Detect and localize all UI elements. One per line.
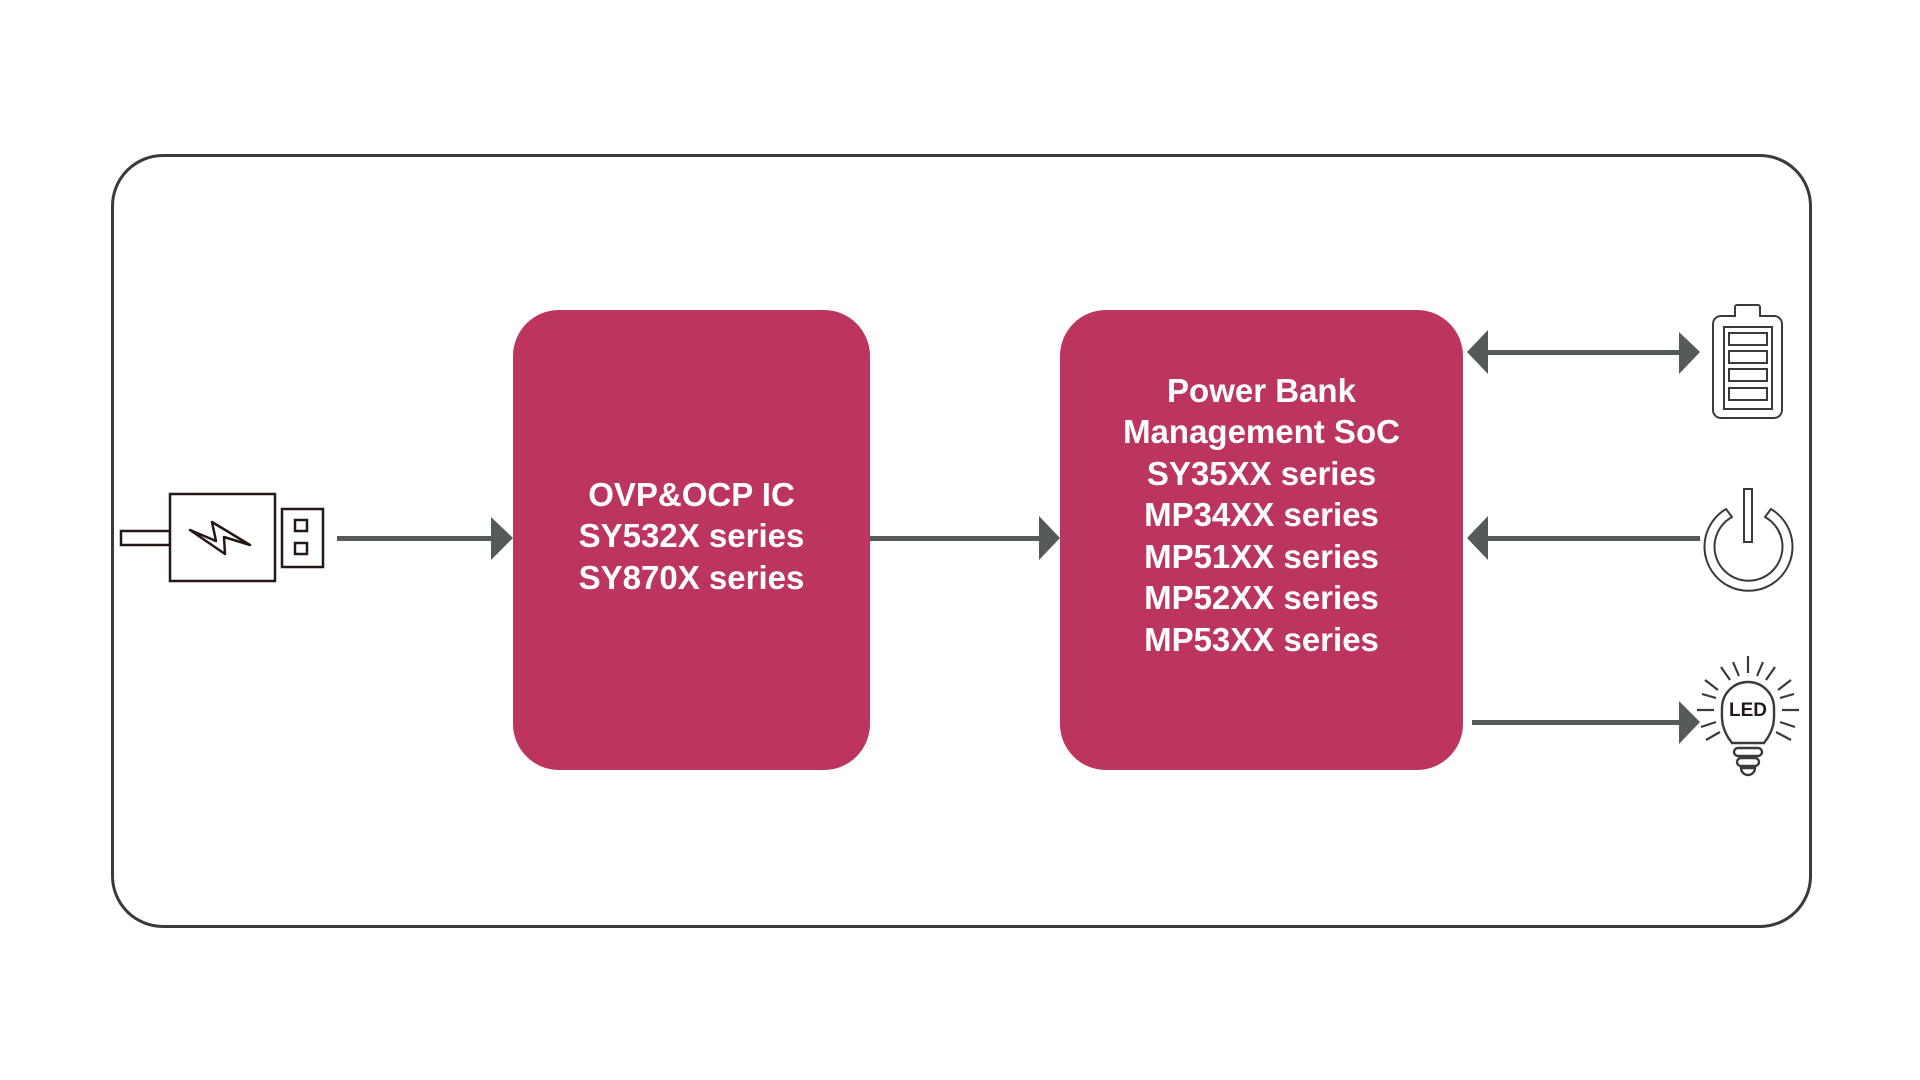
led-bulb-icon: LED: [1697, 656, 1799, 777]
block-line: SY35XX series: [1146, 454, 1377, 492]
block-line: MP34XX series: [1144, 496, 1379, 534]
block-line: SY532X series: [578, 517, 805, 555]
ovp-ocp-ic-block: OVP&OCP IC SY532X series SY870X series: [513, 310, 870, 770]
system-boundary-frame: [111, 154, 1812, 928]
block-line: SY870X series: [578, 558, 805, 596]
arrow-ovp-to-soc: [870, 516, 1060, 560]
led-label: LED: [1729, 700, 1767, 721]
battery-icon: [1712, 304, 1783, 419]
power-bank-soc-block: Power Bank Management SoC SY35XX series …: [1060, 310, 1463, 770]
arrow-usb-to-ovp: [337, 517, 513, 560]
block-line: MP51XX series: [1144, 537, 1379, 575]
block-line: MP53XX series: [1144, 620, 1379, 658]
arrow-power-to-soc: [1467, 516, 1700, 560]
usb-plug-icon: [119, 492, 325, 583]
arrow-soc-to-led: [1472, 701, 1700, 744]
block-line: OVP&OCP IC: [588, 475, 795, 513]
power-button-icon: [1703, 488, 1794, 592]
block-line: MP52XX series: [1144, 579, 1379, 617]
block-line: Management SoC: [1123, 413, 1400, 451]
arrow-soc-battery-bidirectional: [1467, 330, 1700, 374]
block-line: Power Bank: [1167, 371, 1356, 409]
